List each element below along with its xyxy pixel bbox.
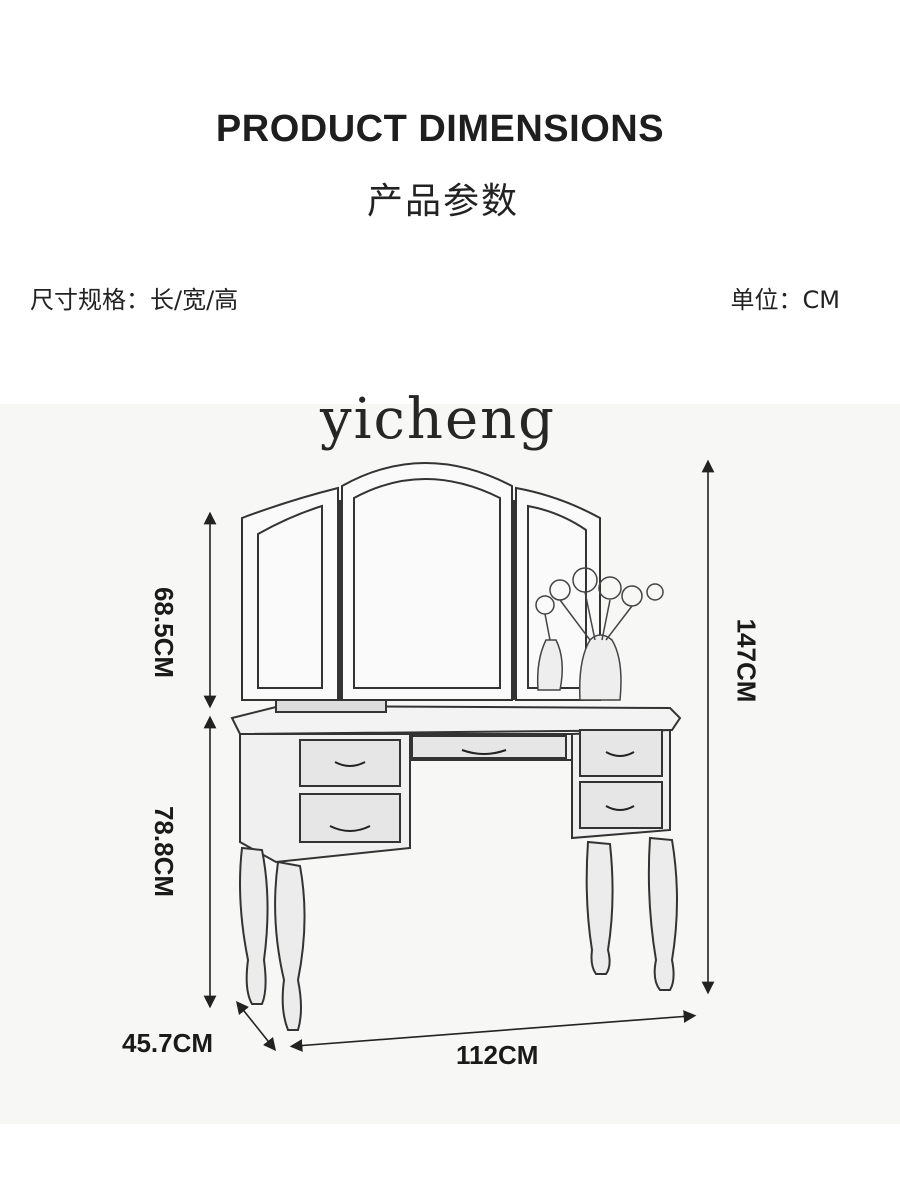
total-height-label: 147CM <box>731 618 762 703</box>
watermark: yicheng <box>319 387 557 452</box>
dimension-lines <box>203 459 715 1052</box>
depth-label: 45.7CM <box>122 1028 214 1058</box>
page-title-cn: 产品参数 <box>366 181 519 222</box>
width-label: 112CM <box>456 1040 539 1070</box>
flower-vase-icon <box>535 567 664 701</box>
table-height-label: 78.8CM <box>149 805 180 898</box>
width-line <box>289 1010 697 1052</box>
table-body <box>239 728 671 864</box>
size-spec-label: 尺寸规格：长/宽/高 <box>30 286 239 314</box>
page-title-en: PRODUCT DIMENSIONS <box>215 108 665 150</box>
table-legs <box>239 836 678 1031</box>
unit-label: 单位：CM <box>730 286 840 314</box>
table-top <box>230 699 682 736</box>
depth-line <box>236 1001 276 1051</box>
mirror-frame <box>241 462 601 701</box>
drawer-handles <box>329 749 635 832</box>
mirror-height-label: 68.5CM <box>149 586 180 679</box>
